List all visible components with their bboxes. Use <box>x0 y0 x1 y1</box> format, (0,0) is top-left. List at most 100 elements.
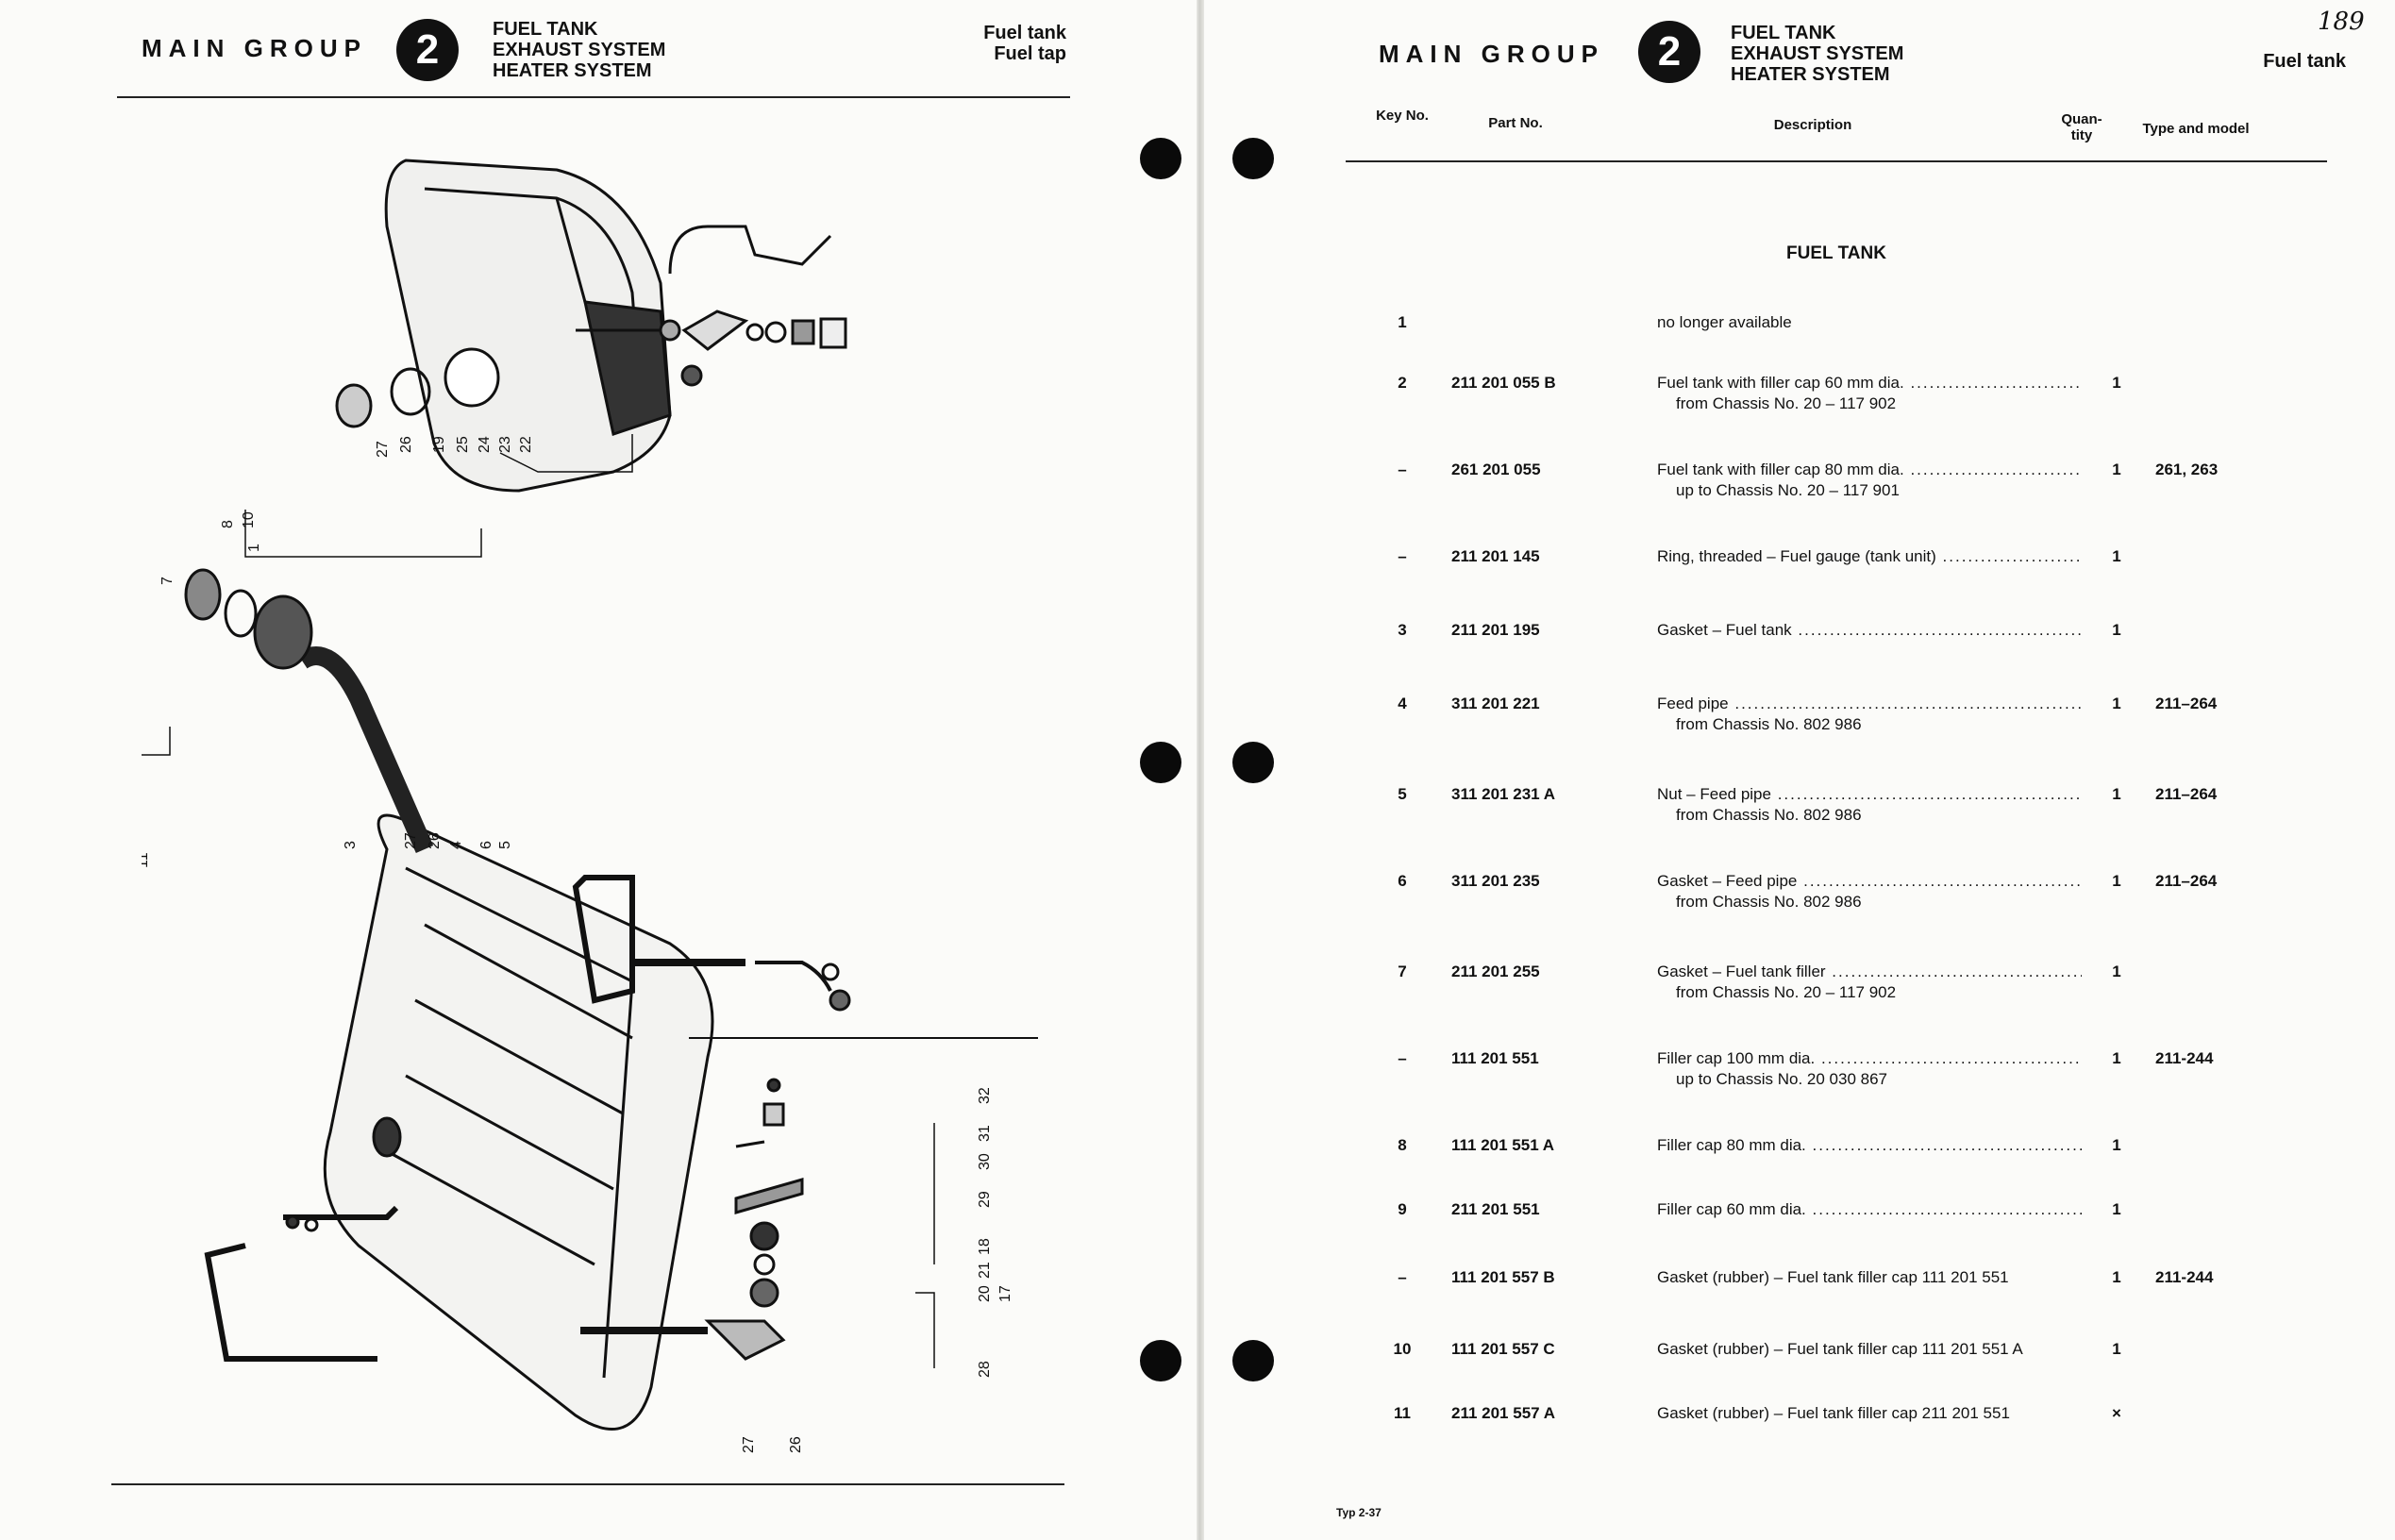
row-description-text: Filler cap 100 mm dia. <box>1657 1049 1816 1067</box>
row-description: no longer available <box>1657 313 2082 332</box>
page-footer: Typ 2-37 <box>1336 1506 1382 1519</box>
row-part-no: 111 201 551 <box>1451 1049 1539 1067</box>
leader-dots: ........................................… <box>1820 1049 2082 1067</box>
row-description: Gasket (rubber) – Fuel tank filler cap 1… <box>1657 1340 2082 1359</box>
callout-19: 19 <box>431 436 447 453</box>
row-key-no: 10 <box>1393 1340 1412 1358</box>
row-key-no: 2 <box>1398 374 1407 392</box>
upper-tank-body <box>384 159 672 493</box>
row-quantity: 1 <box>2112 695 2121 712</box>
callout-28: 28 <box>977 1361 993 1378</box>
row-description-text: Nut – Feed pipe <box>1657 785 1771 803</box>
row-description: Fuel tank with filler cap 80 mm dia. ...… <box>1657 460 2082 479</box>
row-part-no: 311 201 235 <box>1451 872 1540 890</box>
callout-21: 21 <box>977 1262 993 1279</box>
row-description-text: Filler cap 60 mm dia. <box>1657 1200 1806 1218</box>
left-page: MAIN GROUP 2 FUEL TANK EXHAUST SYSTEM HE… <box>111 19 1181 1485</box>
leader-dots: ........................................… <box>1803 872 2082 890</box>
leader-dots: ........................................… <box>1728 695 2082 712</box>
section-list: FUEL TANK EXHAUST SYSTEM HEATER SYSTEM <box>1731 23 1903 85</box>
row-part-no: 111 201 557 C <box>1451 1340 1555 1358</box>
row-note: from Chassis No. 20 – 117 902 <box>1676 394 1897 412</box>
binder-hole <box>1140 742 1181 783</box>
tank-strap <box>204 1205 399 1362</box>
col-key-no: Key No. <box>1376 108 1429 124</box>
row-description-text: Gasket (rubber) – Fuel tank filler cap 1… <box>1657 1340 2023 1358</box>
group-number-badge: 2 <box>1638 21 1700 83</box>
row-note: from Chassis No. 802 986 <box>1676 893 1862 911</box>
row-description: Filler cap 60 mm dia. ..................… <box>1657 1200 2082 1219</box>
row-quantity: 1 <box>2112 1340 2121 1358</box>
section-heater-system: HEATER SYSTEM <box>493 60 652 81</box>
row-key-no: – <box>1398 547 1407 565</box>
upper-filler-neck <box>444 347 500 408</box>
binder-hole <box>1140 1340 1181 1381</box>
row-description-text: Ring, threaded – Fuel gauge (tank unit) <box>1657 547 1936 565</box>
row-quantity: 1 <box>2112 1136 2121 1154</box>
binder-hole <box>1232 1340 1274 1381</box>
callout-27c: 27 <box>741 1436 757 1453</box>
row-part-no: 261 201 055 <box>1451 460 1541 478</box>
filler-gasket <box>224 589 258 638</box>
callout-17: 17 <box>997 1285 1013 1302</box>
row-part-no: 211 201 557 A <box>1451 1404 1555 1422</box>
tap-body <box>681 310 749 351</box>
callout-26b: 26 <box>427 832 443 849</box>
callout-24: 24 <box>477 436 493 453</box>
leader-dots: ........................................… <box>1798 621 2082 639</box>
row-description-text: Gasket – Fuel tank filler <box>1657 962 1826 980</box>
subtitle-fuel-tap: Fuel tap <box>994 43 1066 64</box>
leader-dots: ........................................… <box>1812 1200 2083 1218</box>
section-exhaust-system: EXHAUST SYSTEM <box>1731 43 1904 64</box>
row-part-no: 211 201 255 <box>1451 962 1540 980</box>
leader-dots: ........................................… <box>1812 1136 2083 1154</box>
row-key-no: 1 <box>1398 313 1407 331</box>
footer-rule <box>111 1483 1064 1485</box>
page-subtitle: Fuel tank <box>2263 51 2346 72</box>
row-description-text: Fuel tank with filler cap 80 mm dia. <box>1657 460 1904 478</box>
callout-18: 18 <box>977 1238 993 1255</box>
callout-27: 27 <box>375 441 391 458</box>
row-note: up to Chassis No. 20 030 867 <box>1676 1070 1887 1088</box>
row-quantity: 1 <box>2112 872 2121 890</box>
row-quantity: 1 <box>2112 785 2121 803</box>
row-description: Gasket (rubber) – Fuel tank filler cap 2… <box>1657 1404 2082 1423</box>
row-key-no: – <box>1398 1049 1407 1067</box>
binder-hole <box>1232 742 1274 783</box>
leader-dots: ........................................… <box>1910 460 2082 478</box>
row-part-no: 111 201 551 A <box>1451 1136 1555 1154</box>
upper-ring <box>390 367 431 416</box>
row-key-no: 8 <box>1398 1136 1407 1154</box>
main-group-label: MAIN GROUP <box>142 34 367 62</box>
row-description-text: Feed pipe <box>1657 695 1729 712</box>
row-note: from Chassis No. 802 986 <box>1676 715 1862 733</box>
row-description-text: no longer available <box>1657 313 1792 331</box>
row-description: Gasket – Feed pipe .....................… <box>1657 872 2082 891</box>
filler-pipe <box>296 646 434 854</box>
callout-27b: 27 <box>403 832 419 849</box>
row-type-model: 211–264 <box>2155 872 2218 890</box>
filler-cap-large <box>253 594 313 670</box>
row-key-no: 6 <box>1398 872 1407 890</box>
page-subtitle: Fuel tank Fuel tap <box>906 23 1066 64</box>
row-note: from Chassis No. 802 986 <box>1676 806 1862 824</box>
row-type-model: 211-244 <box>2155 1268 2214 1286</box>
row-description-text: Gasket – Feed pipe <box>1657 872 1798 890</box>
header-rule <box>1346 160 2327 162</box>
callout-26c: 26 <box>788 1436 804 1453</box>
row-type-model: 211–264 <box>2155 785 2218 803</box>
col-type-model: Type and model <box>2142 121 2250 137</box>
gauge-unit <box>372 1116 402 1158</box>
col-quantity: Quan- tity <box>2061 111 2102 143</box>
row-part-no: 211 201 145 <box>1451 547 1540 565</box>
header-rule <box>117 96 1070 98</box>
section-exhaust-system: EXHAUST SYSTEM <box>493 40 666 60</box>
callout-4: 4 <box>448 841 464 849</box>
row-quantity: 1 <box>2112 1200 2121 1218</box>
callout-20: 20 <box>977 1285 993 1302</box>
row-quantity: 1 <box>2112 962 2121 980</box>
exploded-diagram: 27 26 19 25 24 23 22 8 10 1 7 9 11 2 3 2… <box>142 159 1038 1453</box>
row-key-no: – <box>1398 1268 1407 1286</box>
row-quantity: 1 <box>2112 1049 2121 1067</box>
row-description: Nut – Feed pipe ........................… <box>1657 785 2082 804</box>
